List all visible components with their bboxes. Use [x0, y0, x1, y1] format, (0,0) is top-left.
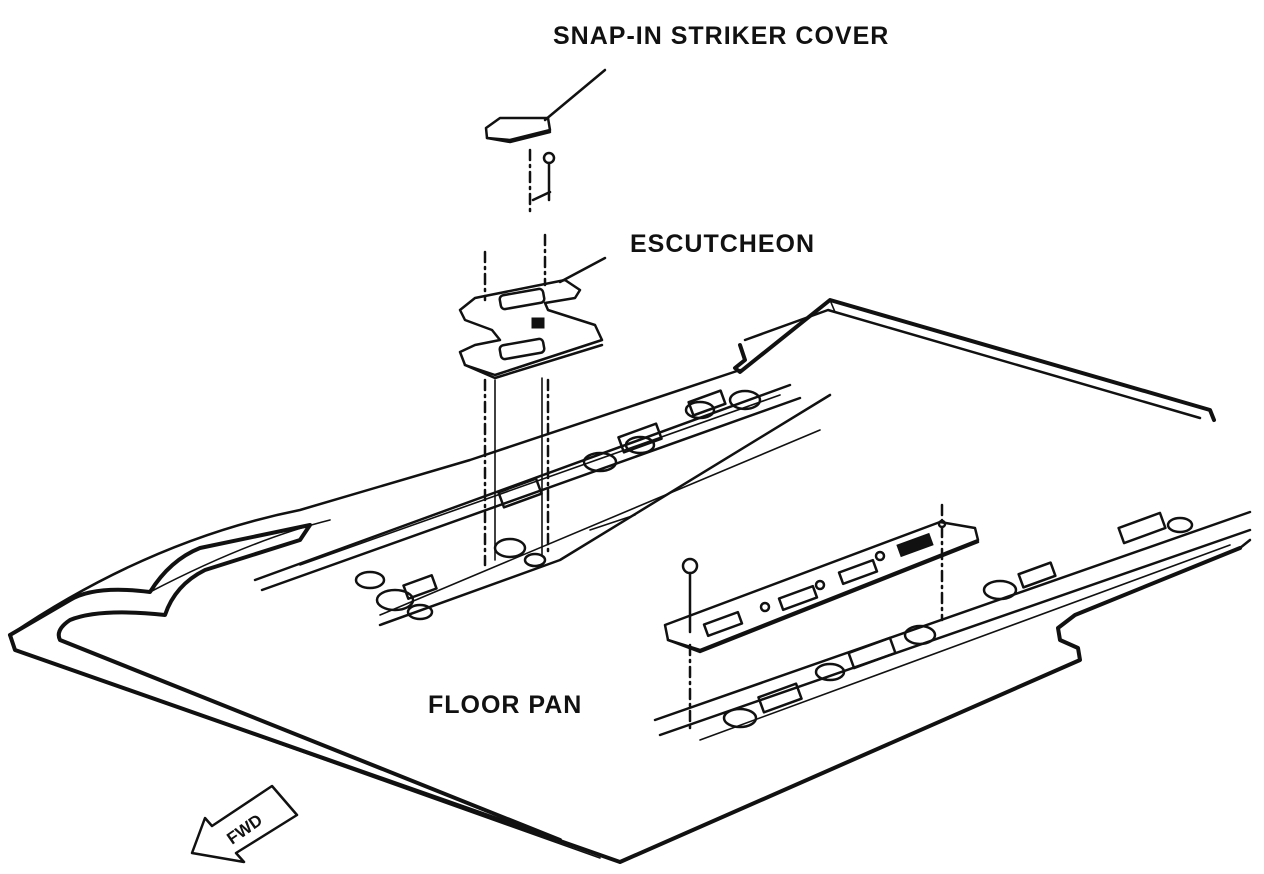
escutcheon-part [458, 233, 604, 567]
floor-pan-label: FLOOR PAN [428, 691, 582, 719]
striker-cover-label: SNAP-IN STRIKER COVER [553, 22, 889, 50]
right-striker-plate [663, 503, 980, 732]
floor-pan [8, 298, 1252, 864]
left-seat-track [253, 383, 832, 627]
fwd-arrow [190, 784, 299, 864]
leader-escutcheon [558, 256, 607, 284]
striker-cover-part [484, 116, 556, 217]
escutcheon-label: ESCUTCHEON [630, 230, 815, 258]
leader-striker-cover [543, 68, 607, 122]
right-seat-track [653, 510, 1252, 741]
